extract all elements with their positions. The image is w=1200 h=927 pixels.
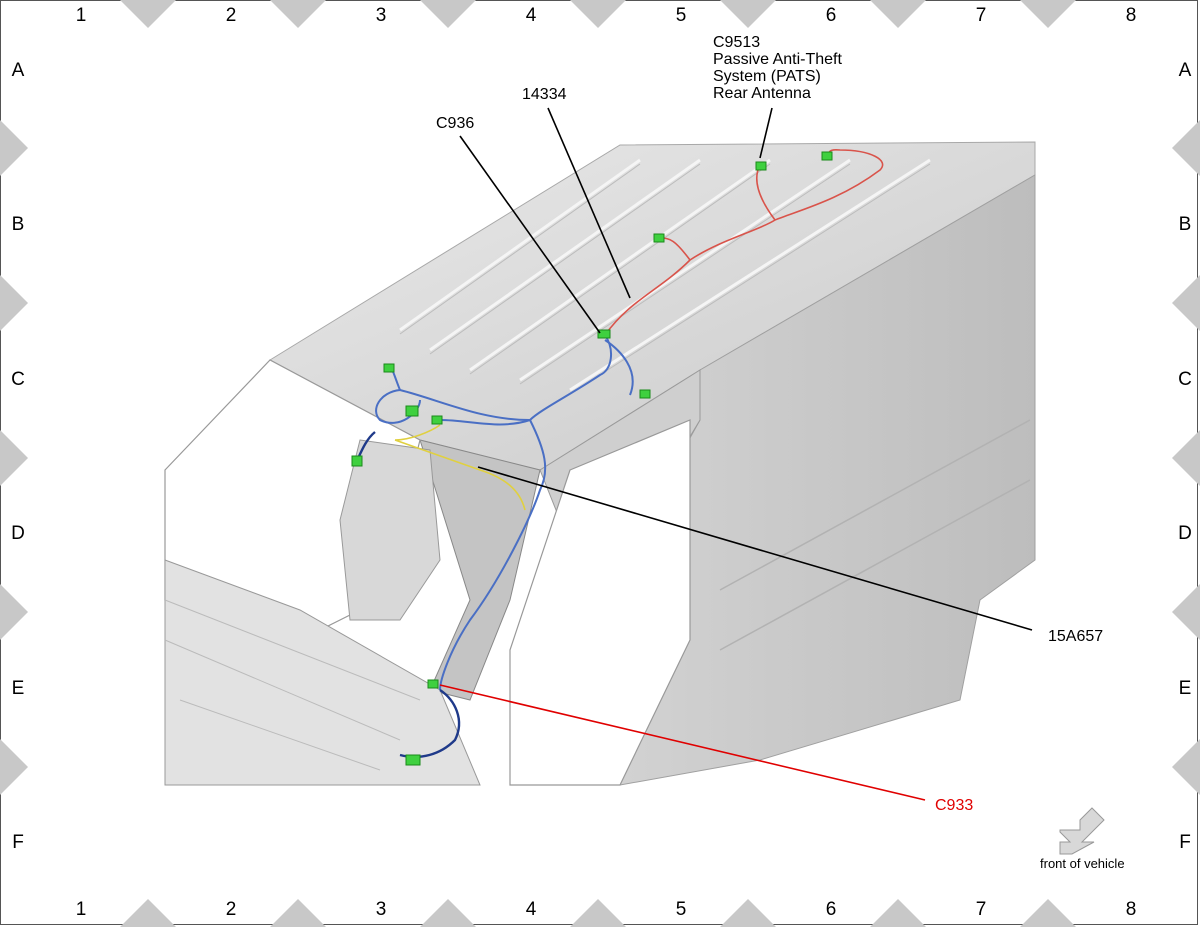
callout-line: Rear Antenna (713, 85, 811, 102)
connector-icon (351, 455, 363, 467)
column-label-top: 5 (675, 5, 687, 26)
column-label-top: 4 (525, 5, 537, 26)
callout-14334: 14334 (522, 86, 567, 103)
harness-15a657-blue (375, 334, 634, 691)
column-label-bottom: 1 (75, 899, 87, 920)
column-label-bottom: 8 (1125, 899, 1137, 920)
column-label-top: 2 (225, 5, 237, 26)
leader-c936 (459, 135, 601, 334)
column-label-top: 8 (1125, 5, 1137, 26)
row-label-right: F (1179, 832, 1191, 853)
row-label-right: E (1178, 678, 1192, 699)
column-label-top: 7 (975, 5, 987, 26)
connector-icon (431, 415, 443, 425)
vehicle-body (164, 141, 1036, 786)
leader-c9513 (759, 107, 773, 159)
column-label-bottom: 5 (675, 899, 687, 920)
callout-c936: C936 (436, 115, 475, 132)
connector-icon (821, 151, 833, 161)
callout-line: Passive Anti-Theft (713, 51, 842, 68)
leader-lines (439, 107, 1033, 801)
column-label-bottom: 3 (375, 899, 387, 920)
column-label-bottom: 6 (825, 899, 837, 920)
connector-icon (639, 389, 651, 399)
row-label-left: D (11, 523, 25, 544)
row-label-left: F (12, 832, 24, 853)
column-label-top: 6 (825, 5, 837, 26)
connectors (351, 151, 833, 766)
row-label-left: E (11, 678, 25, 699)
row-label-left: B (11, 214, 25, 235)
row-label-left: A (11, 60, 25, 81)
leader-15a657 (477, 466, 1033, 631)
row-label-right: C (1178, 369, 1192, 390)
callout-15a657: 15A657 (1048, 628, 1104, 645)
column-label-bottom: 2 (225, 899, 237, 920)
column-label-top: 3 (375, 5, 387, 26)
callout-line: System (PATS) (713, 68, 821, 85)
leader-c933 (439, 684, 926, 801)
row-label-right: A (1178, 60, 1192, 81)
callout-c933: C933 (935, 797, 974, 814)
connector-icon (383, 363, 395, 373)
row-label-right: D (1178, 523, 1192, 544)
connector-c936 (597, 329, 611, 339)
callout-line: C9513 (713, 34, 761, 51)
connector-c9513 (755, 161, 767, 171)
connector-icon (653, 233, 665, 243)
column-label-bottom: 4 (525, 899, 537, 920)
front-of-vehicle-label: front of vehicle (1040, 856, 1125, 871)
column-label-bottom: 7 (975, 899, 987, 920)
connector-c933 (427, 679, 439, 689)
connector-icon (405, 405, 419, 417)
leader-14334 (547, 107, 631, 299)
column-label-top: 1 (75, 5, 87, 26)
connector-icon (405, 754, 421, 766)
arrow-down-left-icon (1059, 807, 1105, 855)
callout-c9513: C9513 Passive Anti-Theft System (PATS) R… (713, 34, 842, 102)
row-label-left: C (11, 369, 25, 390)
harness-yellow (394, 424, 526, 511)
row-label-right: B (1178, 214, 1192, 235)
